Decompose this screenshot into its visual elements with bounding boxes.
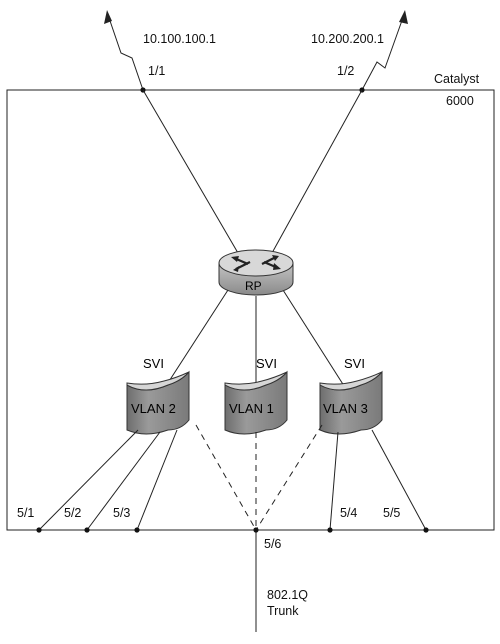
- port-dot-5-6: [253, 527, 259, 533]
- port-label-5-3: 5/3: [113, 506, 130, 520]
- port-label-5-5: 5/5: [383, 506, 400, 520]
- svi-vlan1: [224, 370, 288, 435]
- link-vlan2-to-5-3: [136, 429, 178, 531]
- router-label: RP: [245, 279, 262, 293]
- uplink-1-wan-link: [104, 10, 144, 91]
- router-rp: [218, 249, 294, 296]
- link-vlan3-to-5-5: [371, 429, 427, 531]
- uplink-2-wan-link: [361, 10, 408, 91]
- port-label-5-4: 5/4: [340, 506, 357, 520]
- uplink-2-ip: 10.200.200.1: [311, 32, 384, 46]
- chassis-label-line2: 6000: [446, 94, 474, 108]
- port-label-5-6: 5/6: [264, 537, 281, 551]
- link-vlan2-to-5-2: [86, 431, 161, 531]
- vlan-label-2: VLAN 2: [131, 401, 176, 416]
- port-dot-5-4: [327, 527, 333, 533]
- uplink-1-ip: 10.100.100.1: [143, 32, 216, 46]
- vlan-label-1: VLAN 1: [229, 401, 274, 416]
- chassis-label-line1: Catalyst: [434, 72, 480, 86]
- link-rp-to-vlan2: [163, 289, 229, 390]
- trunk-link-vlan2: [195, 424, 257, 531]
- svi-label-vlan3: SVI: [344, 356, 365, 371]
- port-label-5-1: 5/1: [17, 506, 34, 520]
- vlan-label-3: VLAN 3: [323, 401, 368, 416]
- svi-label-vlan2: SVI: [143, 356, 164, 371]
- link-1-1-to-rp: [142, 89, 239, 254]
- svi-label-vlan1: SVI: [256, 356, 277, 371]
- svi-vlan3: [319, 370, 383, 435]
- svi-vlan2: [126, 370, 190, 435]
- trunk-link-vlan3: [255, 424, 323, 531]
- port-dot-5-2: [84, 527, 90, 533]
- port-dot-5-3: [134, 527, 140, 533]
- catalyst-chassis: [6, 89, 495, 531]
- port-dot-5-5: [423, 527, 429, 533]
- trunk-label-line1: 802.1Q: [267, 588, 308, 602]
- port-dot-5-1: [36, 527, 42, 533]
- uplink-1-port: 1/1: [148, 64, 165, 78]
- port-label-5-2: 5/2: [64, 506, 81, 520]
- link-rp-to-vlan3: [282, 289, 347, 390]
- link-vlan2-to-5-1: [38, 429, 139, 531]
- uplink-2-port: 1/2: [337, 64, 354, 78]
- trunk-label-line2: Trunk: [267, 604, 299, 618]
- link-vlan3-to-5-4: [329, 431, 339, 531]
- link-1-2-to-rp: [271, 89, 363, 254]
